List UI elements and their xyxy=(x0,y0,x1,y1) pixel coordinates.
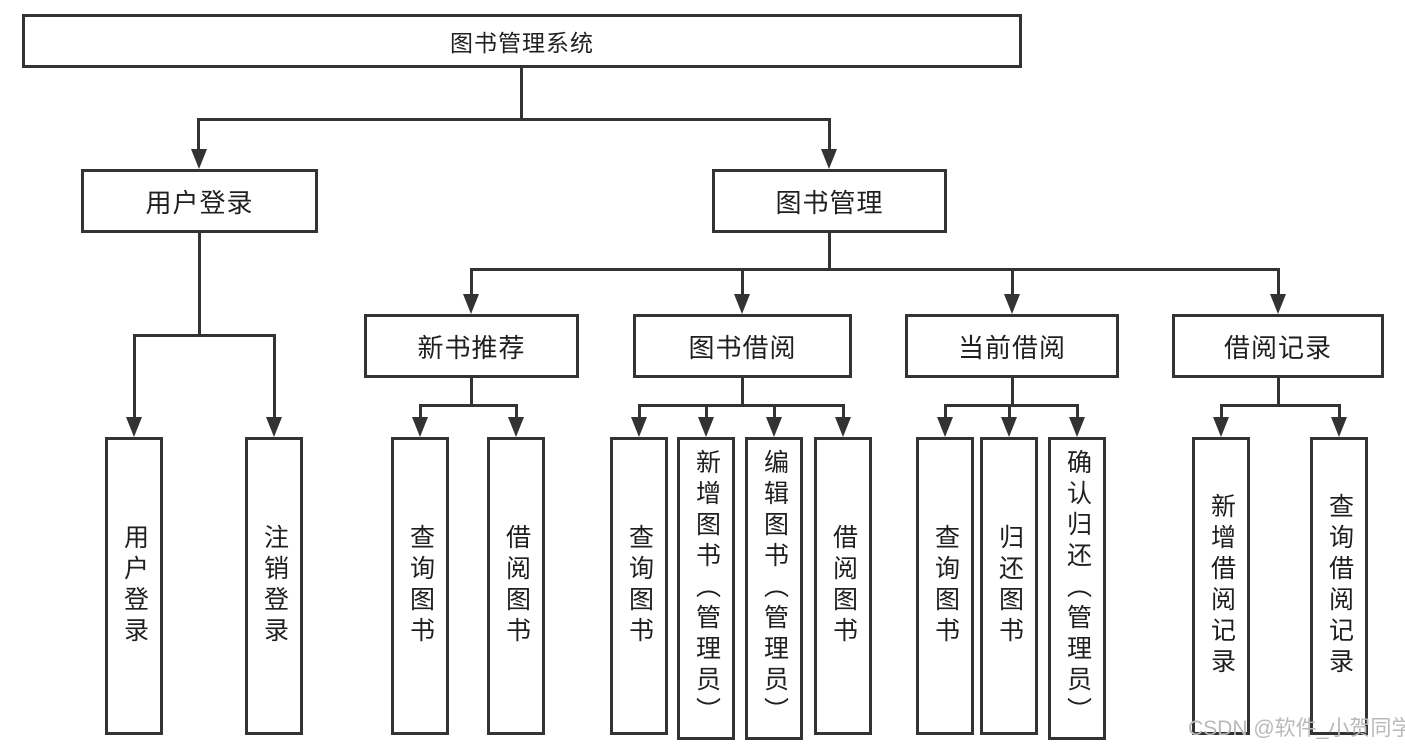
connector-line xyxy=(273,334,276,418)
connector-line xyxy=(419,404,518,407)
node-label: 图书管理系统 xyxy=(450,30,594,56)
arrowhead-down-icon xyxy=(463,294,479,314)
connector-line xyxy=(1338,404,1341,419)
arrowhead-down-icon xyxy=(821,149,837,169)
connector-line xyxy=(828,233,831,270)
node-label: 借阅记录 xyxy=(1223,332,1332,363)
arrowhead-down-icon xyxy=(734,294,750,314)
leaf-label: 编辑图书（管理员） xyxy=(760,449,789,728)
node-book-borrow: 图书借阅 xyxy=(633,314,852,378)
arrowhead-down-icon xyxy=(1213,417,1229,437)
node-user-login: 用户登录 xyxy=(81,169,318,233)
leaf-label: 注销登录 xyxy=(260,524,289,648)
connector-line xyxy=(133,334,136,418)
leaf-current-return-books: 归还图书 xyxy=(980,437,1038,735)
arrowhead-down-icon xyxy=(266,417,282,437)
leaf-label: 新增图书（管理员） xyxy=(692,449,721,728)
connector-line xyxy=(741,378,744,406)
arrowhead-down-icon xyxy=(1069,417,1085,437)
leaf-label: 查询图书 xyxy=(931,524,960,648)
node-label: 图书借阅 xyxy=(688,332,797,363)
connector-line xyxy=(944,404,1079,407)
leaf-records-add-borrow-record: 新增借阅记录 xyxy=(1192,437,1250,735)
connector-line xyxy=(773,404,776,419)
connector-line xyxy=(842,404,845,419)
connector-line xyxy=(419,404,422,419)
connector-line xyxy=(198,233,201,336)
node-current-borrow: 当前借阅 xyxy=(905,314,1119,378)
connector-line xyxy=(828,118,831,151)
leaf-borrow-query-books: 查询图书 xyxy=(610,437,668,735)
leaf-label: 用户登录 xyxy=(120,524,149,648)
leaf-recommend-query-books: 查询图书 xyxy=(391,437,449,735)
connector-line xyxy=(741,268,744,296)
leaf-recommend-borrow-books: 借阅图书 xyxy=(487,437,545,735)
node-label: 图书管理 xyxy=(775,187,884,218)
connector-line xyxy=(705,404,708,419)
leaf-user-login: 用户登录 xyxy=(105,437,163,735)
arrowhead-down-icon xyxy=(191,149,207,169)
connector-line xyxy=(133,334,276,337)
connector-line xyxy=(520,68,523,120)
arrowhead-down-icon xyxy=(412,417,428,437)
connector-line xyxy=(470,268,1278,271)
arrowhead-down-icon xyxy=(937,417,953,437)
connector-line xyxy=(638,404,641,419)
connector-line xyxy=(197,118,200,151)
arrowhead-down-icon xyxy=(1004,294,1020,314)
connector-line xyxy=(1011,268,1014,296)
connector-line xyxy=(197,118,830,121)
node-borrow-records: 借阅记录 xyxy=(1172,314,1384,378)
connector-line xyxy=(1277,268,1280,296)
connector-line xyxy=(1277,378,1280,406)
leaf-borrow-borrow-books: 借阅图书 xyxy=(814,437,872,735)
leaf-label: 归还图书 xyxy=(995,524,1024,648)
leaf-current-confirm-return-admin: 确认归还（管理员） xyxy=(1048,437,1106,740)
connector-line xyxy=(1011,378,1014,406)
arrowhead-down-icon xyxy=(698,417,714,437)
connector-line xyxy=(1008,404,1011,419)
node-label: 用户登录 xyxy=(145,187,254,218)
leaf-current-query-books: 查询图书 xyxy=(916,437,974,735)
leaf-logout: 注销登录 xyxy=(245,437,303,735)
arrowhead-down-icon xyxy=(1001,417,1017,437)
arrowhead-down-icon xyxy=(126,417,142,437)
leaf-label: 查询图书 xyxy=(625,524,654,648)
node-label: 新书推荐 xyxy=(417,332,526,363)
arrowhead-down-icon xyxy=(835,417,851,437)
connector-line xyxy=(944,404,947,419)
leaf-records-query-borrow-record: 查询借阅记录 xyxy=(1310,437,1368,735)
leaf-label: 借阅图书 xyxy=(502,524,531,648)
connector-line xyxy=(470,268,473,296)
leaf-borrow-add-books-admin: 新增图书（管理员） xyxy=(677,437,735,740)
node-new-book-recommend: 新书推荐 xyxy=(364,314,579,378)
arrowhead-down-icon xyxy=(1270,294,1286,314)
leaf-label: 借阅图书 xyxy=(829,524,858,648)
connector-line xyxy=(470,378,473,406)
arrowhead-down-icon xyxy=(766,417,782,437)
connector-line xyxy=(1220,404,1341,407)
leaf-borrow-edit-books-admin: 编辑图书（管理员） xyxy=(745,437,803,740)
arrowhead-down-icon xyxy=(631,417,647,437)
leaf-label: 查询图书 xyxy=(406,524,435,648)
connector-line xyxy=(1220,404,1223,419)
connector-line xyxy=(515,404,518,419)
leaf-label: 确认归还（管理员） xyxy=(1063,449,1092,728)
csdn-watermark: CSDN @软件_小贺同学 xyxy=(1188,717,1405,740)
node-label: 当前借阅 xyxy=(957,332,1066,363)
node-library-management-system: 图书管理系统 xyxy=(22,14,1022,68)
connector-line xyxy=(1076,404,1079,419)
node-book-management: 图书管理 xyxy=(712,169,947,233)
arrowhead-down-icon xyxy=(508,417,524,437)
arrowhead-down-icon xyxy=(1331,417,1347,437)
connector-line xyxy=(638,404,845,407)
leaf-label: 新增借阅记录 xyxy=(1207,493,1236,679)
leaf-label: 查询借阅记录 xyxy=(1325,493,1354,679)
